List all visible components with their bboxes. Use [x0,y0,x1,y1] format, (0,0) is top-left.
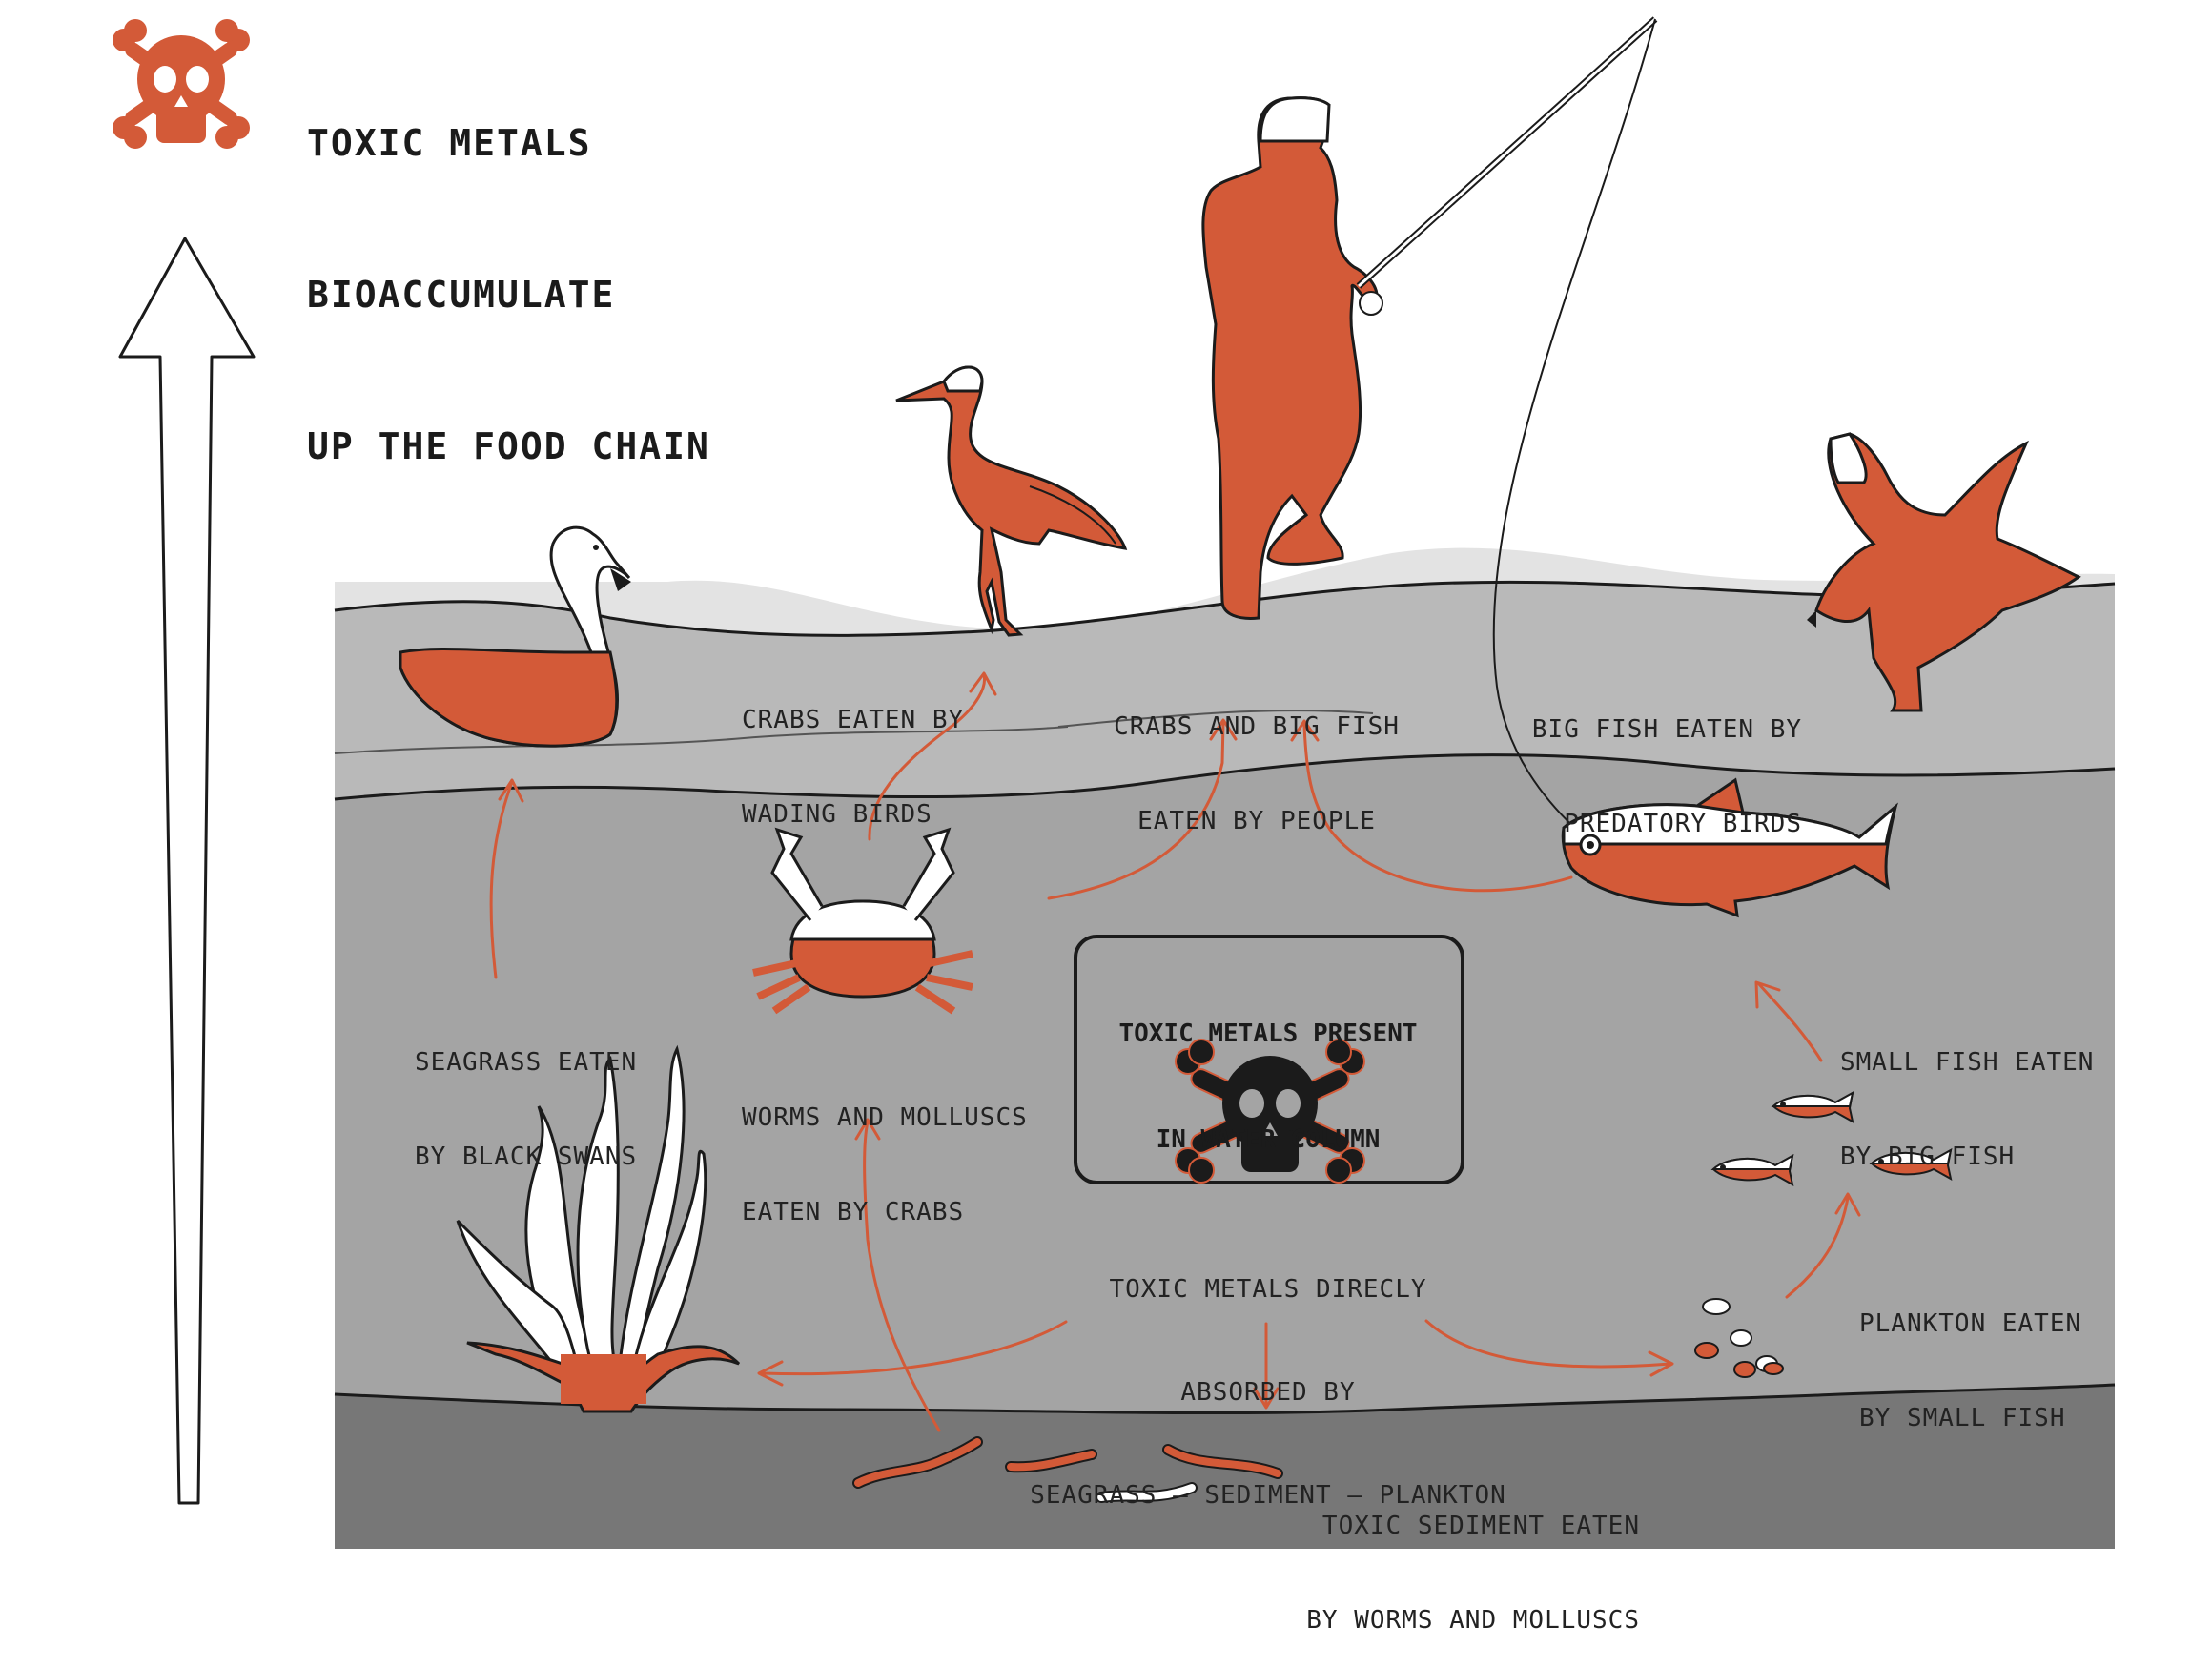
arrow-absorb-sediment [1253,1322,1280,1410]
label-line: PREDATORY BIRDS [1564,810,1802,838]
eagle [1807,432,2081,712]
label-line: EATEN BY PEOPLE [1137,807,1376,835]
flow-arrows [489,671,1861,1432]
label-line: SMALL FISH EATEN [1840,1048,2095,1077]
label-line: CRABS EATEN BY [742,706,965,734]
worms [852,1436,1283,1503]
center-box-title: TOXIC METALS PRESENT IN WATER COLUMN [1077,946,1459,1193]
center-box [1074,935,1464,1184]
label-toxic-metals-directly-absorbed: TOXIC METALS DIRECLY ABSORBED BY SEAGRAS… [992,1204,1545,1547]
label-line: SEAGRASS EATEN [415,1048,638,1077]
fisherman [1201,96,1383,620]
fishing-rod [1356,16,1658,836]
ripple-1 [334,726,1069,754]
label-big-fish-eaten-by-predatory-birds: BIG FISH EATEN BY PREDATORY BIRDS [1487,651,1802,872]
label-line: BIG FISH EATEN BY [1531,715,1802,744]
label-line: EATEN BY CRABS [742,1198,965,1226]
center-skull-icon [1175,1039,1365,1184]
plankton [1694,1298,1784,1378]
label-plankton-eaten-by-small-fish: PLANKTON EATEN BY SMALL FISH [1859,1246,2081,1466]
arrow-crab-people [1047,718,1238,900]
title-line-3: UP THE FOOD CHAIN [307,425,710,467]
mid-outline [334,753,2116,801]
arrow-seagrass-swan [489,778,524,979]
arrow-worms-crabs [854,1118,941,1432]
arrow-plankton-small [1785,1192,1861,1299]
big-fish [1561,777,1898,918]
seagrass [456,1044,741,1413]
label-line: CRABS AND BIG FISH [1114,712,1400,741]
up-arrow [118,237,256,1505]
label-line: ABSORBED BY [1180,1378,1356,1407]
title-line-2: BIOACCUMULATE [307,274,616,316]
title-line-1: TOXIC METALS [307,122,592,164]
arrow-small-big [1754,980,1823,1062]
label-line: PLANKTON EATEN [1859,1309,2082,1338]
label-seagrass-eaten-by-black-swans: SEAGRASS EATEN BY BLACK SWANS [415,984,637,1205]
center-box-line-2: IN WATER COLUMN [1156,1125,1381,1154]
swan [399,525,631,748]
arrow-fish-people [1290,719,1573,893]
label-line: WADING BIRDS [742,800,932,829]
small-fish-school [1710,1091,1953,1186]
label-line: BY WORMS AND MOLLUSCS [1306,1606,1640,1635]
title-skull-icon [113,19,250,149]
label-small-fish-eaten-by-big-fish: SMALL FISH EATEN BY BIG FISH [1840,984,2094,1205]
label-line: TOXIC METALS DIRECLY [1109,1275,1427,1304]
deep-layer [335,1385,2115,1569]
label-worms-and-molluscs-eaten-by-crabs: WORMS AND MOLLUSCS EATEN BY CRABS [742,1040,1028,1260]
ripple-2 [1057,710,1374,728]
label-line: SEAGRASS – SEDIMENT – PLANKTON [1030,1481,1506,1510]
center-box-line-1: TOXIC METALS PRESENT [1118,1019,1418,1048]
label-line: BY SMALL FISH [1859,1404,2066,1432]
arrow-absorb-seagrass [757,1320,1068,1387]
heron [895,365,1128,637]
label-crabs-eaten-by-wading-birds: CRABS EATEN BY WADING BIRDS [742,642,964,862]
scene [113,16,2116,1570]
label-line: BY BIG FISH [1840,1143,2016,1171]
food-chain-diagram [113,16,2116,1570]
page-title: TOXIC METALS BIOACCUMULATE UP THE FOOD C… [307,17,710,523]
arrow-crab-heron [868,671,997,841]
label-crabs-and-big-fish-eaten-by-people: CRABS AND BIG FISH EATEN BY PEOPLE [1104,649,1409,869]
label-line: BY BLACK SWANS [415,1143,638,1171]
label-line: WORMS AND MOLLUSCS [742,1103,1028,1132]
label-line: TOXIC SEDIMENT EATEN [1321,1512,1640,1540]
label-toxic-sediment-eaten-by-worms: TOXIC SEDIMENT EATEN BY WORMS AND MOLLUS… [1287,1448,1640,1668]
arrow-absorb-plankton [1424,1319,1674,1377]
deep-outline [334,1383,2116,1415]
crab [752,827,973,1015]
